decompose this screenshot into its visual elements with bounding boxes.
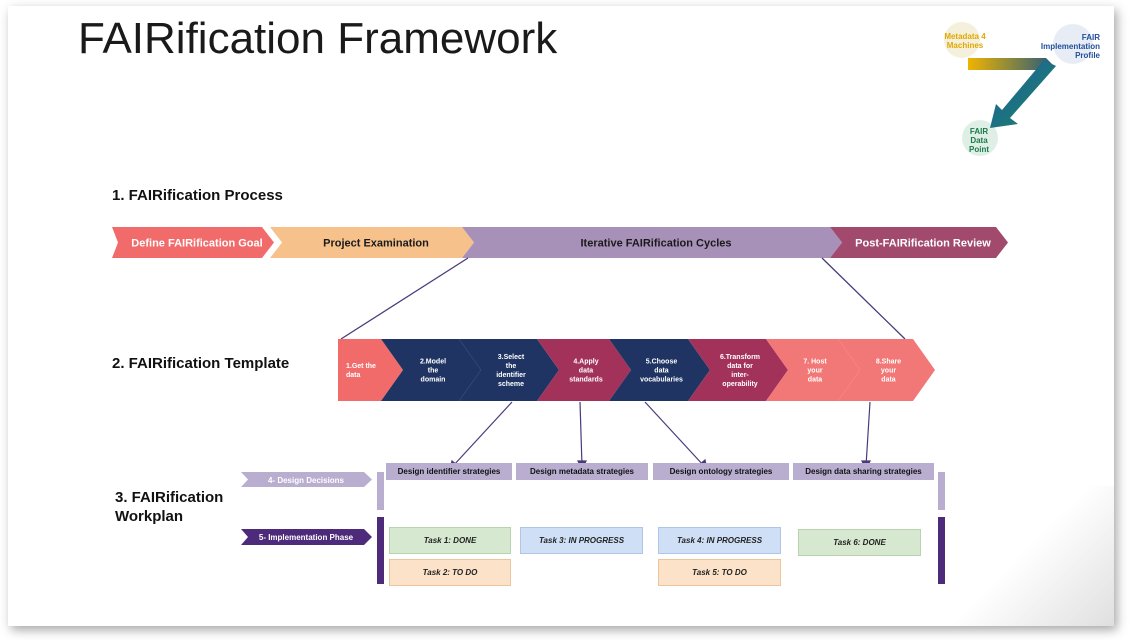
template-step-3: [459, 339, 559, 401]
datapoint-circle: [962, 120, 998, 156]
design-bar-right: [938, 472, 945, 510]
process-stage-label-3: Iterative FAIRification Cycles: [581, 238, 732, 250]
zoom-line-right: [821, 257, 906, 340]
zoom-line-left: [340, 257, 469, 340]
arrow-ontology: [644, 401, 705, 467]
template-to-strategy-arrows: [449, 401, 871, 472]
slide-title: FAIRification Framework: [78, 14, 558, 63]
strategy-ontology: Design ontology strategies: [653, 463, 789, 480]
logo-bar: [968, 58, 1052, 70]
design-decisions-label: 4- Design Decisions: [268, 476, 345, 485]
arrow-identifier: [452, 401, 513, 467]
process-stage-3: [462, 227, 842, 258]
process-stages: Define FAIRification Goal Project Examina…: [112, 227, 1008, 258]
arrow-metadata: [579, 401, 583, 467]
process-stage-1: [112, 227, 274, 258]
implementation-phase-arrow: [241, 529, 372, 545]
implementation-phase-label: 5- Implementation Phase: [259, 533, 354, 542]
arrow-sharing: [865, 401, 871, 467]
template-step-5: [609, 339, 710, 401]
task-5: Task 5: TO DO: [658, 559, 781, 586]
section-process-title: 1. FAIRification Process: [112, 187, 283, 204]
process-stage-label-2: Project Examination: [323, 238, 429, 250]
process-stage-4: [830, 227, 1008, 258]
page-shadow: [954, 486, 1114, 626]
strategy-data-sharing: Design data sharing strategies: [793, 463, 934, 480]
implementation-bar-left: [377, 517, 384, 584]
metadata-circle: [944, 22, 980, 58]
template-step-8: [838, 339, 935, 401]
section-workplan-title: 3. FAIRification Workplan: [115, 489, 224, 525]
strategy-metadata: Design metadata strategies: [516, 463, 648, 480]
logo-datapoint-label: FAIR Data Point: [969, 127, 989, 154]
logo-metadata-label: Metadata 4 Machines: [944, 32, 986, 50]
task-6: Task 6: DONE: [798, 529, 921, 556]
task-1: Task 1: DONE: [389, 527, 511, 554]
task-2: Task 2: TO DO: [389, 559, 511, 586]
task-4: Task 4: IN PROGRESS: [658, 527, 781, 554]
process-stage-label-1: Define FAIRification Goal: [131, 238, 262, 250]
task-3: Task 3: IN PROGRESS: [520, 527, 643, 554]
template-step-2: [381, 339, 481, 401]
strategy-identifier: Design identifier strategies: [386, 463, 512, 480]
template-step-7: [766, 339, 860, 401]
implementation-bar-right: [938, 517, 945, 584]
process-stage-label-4: Post-FAIRification Review: [855, 238, 991, 250]
slide: [8, 6, 1114, 626]
design-decisions-arrow: [241, 472, 372, 487]
logo-arrow-icon: [990, 60, 1056, 128]
section-template-title: 2. FAIRification Template: [112, 355, 290, 372]
process-stage-2: [270, 227, 474, 258]
template-step-4: [537, 339, 631, 401]
template-step-6: [688, 339, 788, 401]
design-bar-left: [377, 472, 384, 510]
implementation-circle: [1053, 24, 1093, 64]
template-step-1: [338, 339, 403, 401]
logo-implementation-label: FAIR Implementation Profile: [1040, 33, 1100, 60]
